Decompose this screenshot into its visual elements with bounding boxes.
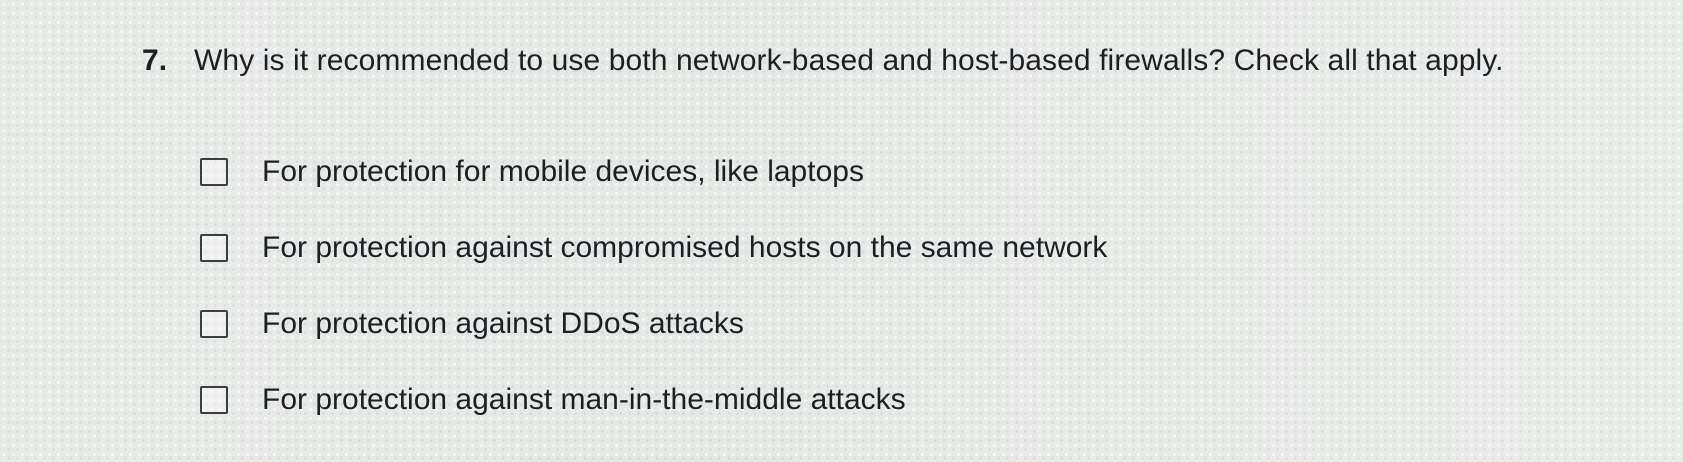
option-compromised-hosts[interactable]: For protection against compromised hosts… <box>200 224 1107 272</box>
option-label: For protection for mobile devices, like … <box>262 155 864 188</box>
answer-options: For protection for mobile devices, like … <box>200 148 1107 452</box>
option-ddos[interactable]: For protection against DDoS attacks <box>200 300 1107 348</box>
option-label: For protection against DDoS attacks <box>262 307 744 340</box>
option-label: For protection against compromised hosts… <box>262 231 1108 264</box>
option-label: For protection against man-in-the-middle… <box>262 383 906 416</box>
option-checkbox[interactable] <box>200 310 228 338</box>
question-7: 7. Why is it recommended to use both net… <box>142 44 1504 78</box>
option-mobile-devices[interactable]: For protection for mobile devices, like … <box>200 148 1107 196</box>
question-text: Why is it recommended to use both networ… <box>194 44 1504 77</box>
option-checkbox[interactable] <box>200 158 228 186</box>
option-checkbox[interactable] <box>200 234 228 262</box>
option-mitm[interactable]: For protection against man-in-the-middle… <box>200 376 1107 424</box>
option-checkbox[interactable] <box>200 386 228 414</box>
question-number: 7. <box>142 44 168 77</box>
